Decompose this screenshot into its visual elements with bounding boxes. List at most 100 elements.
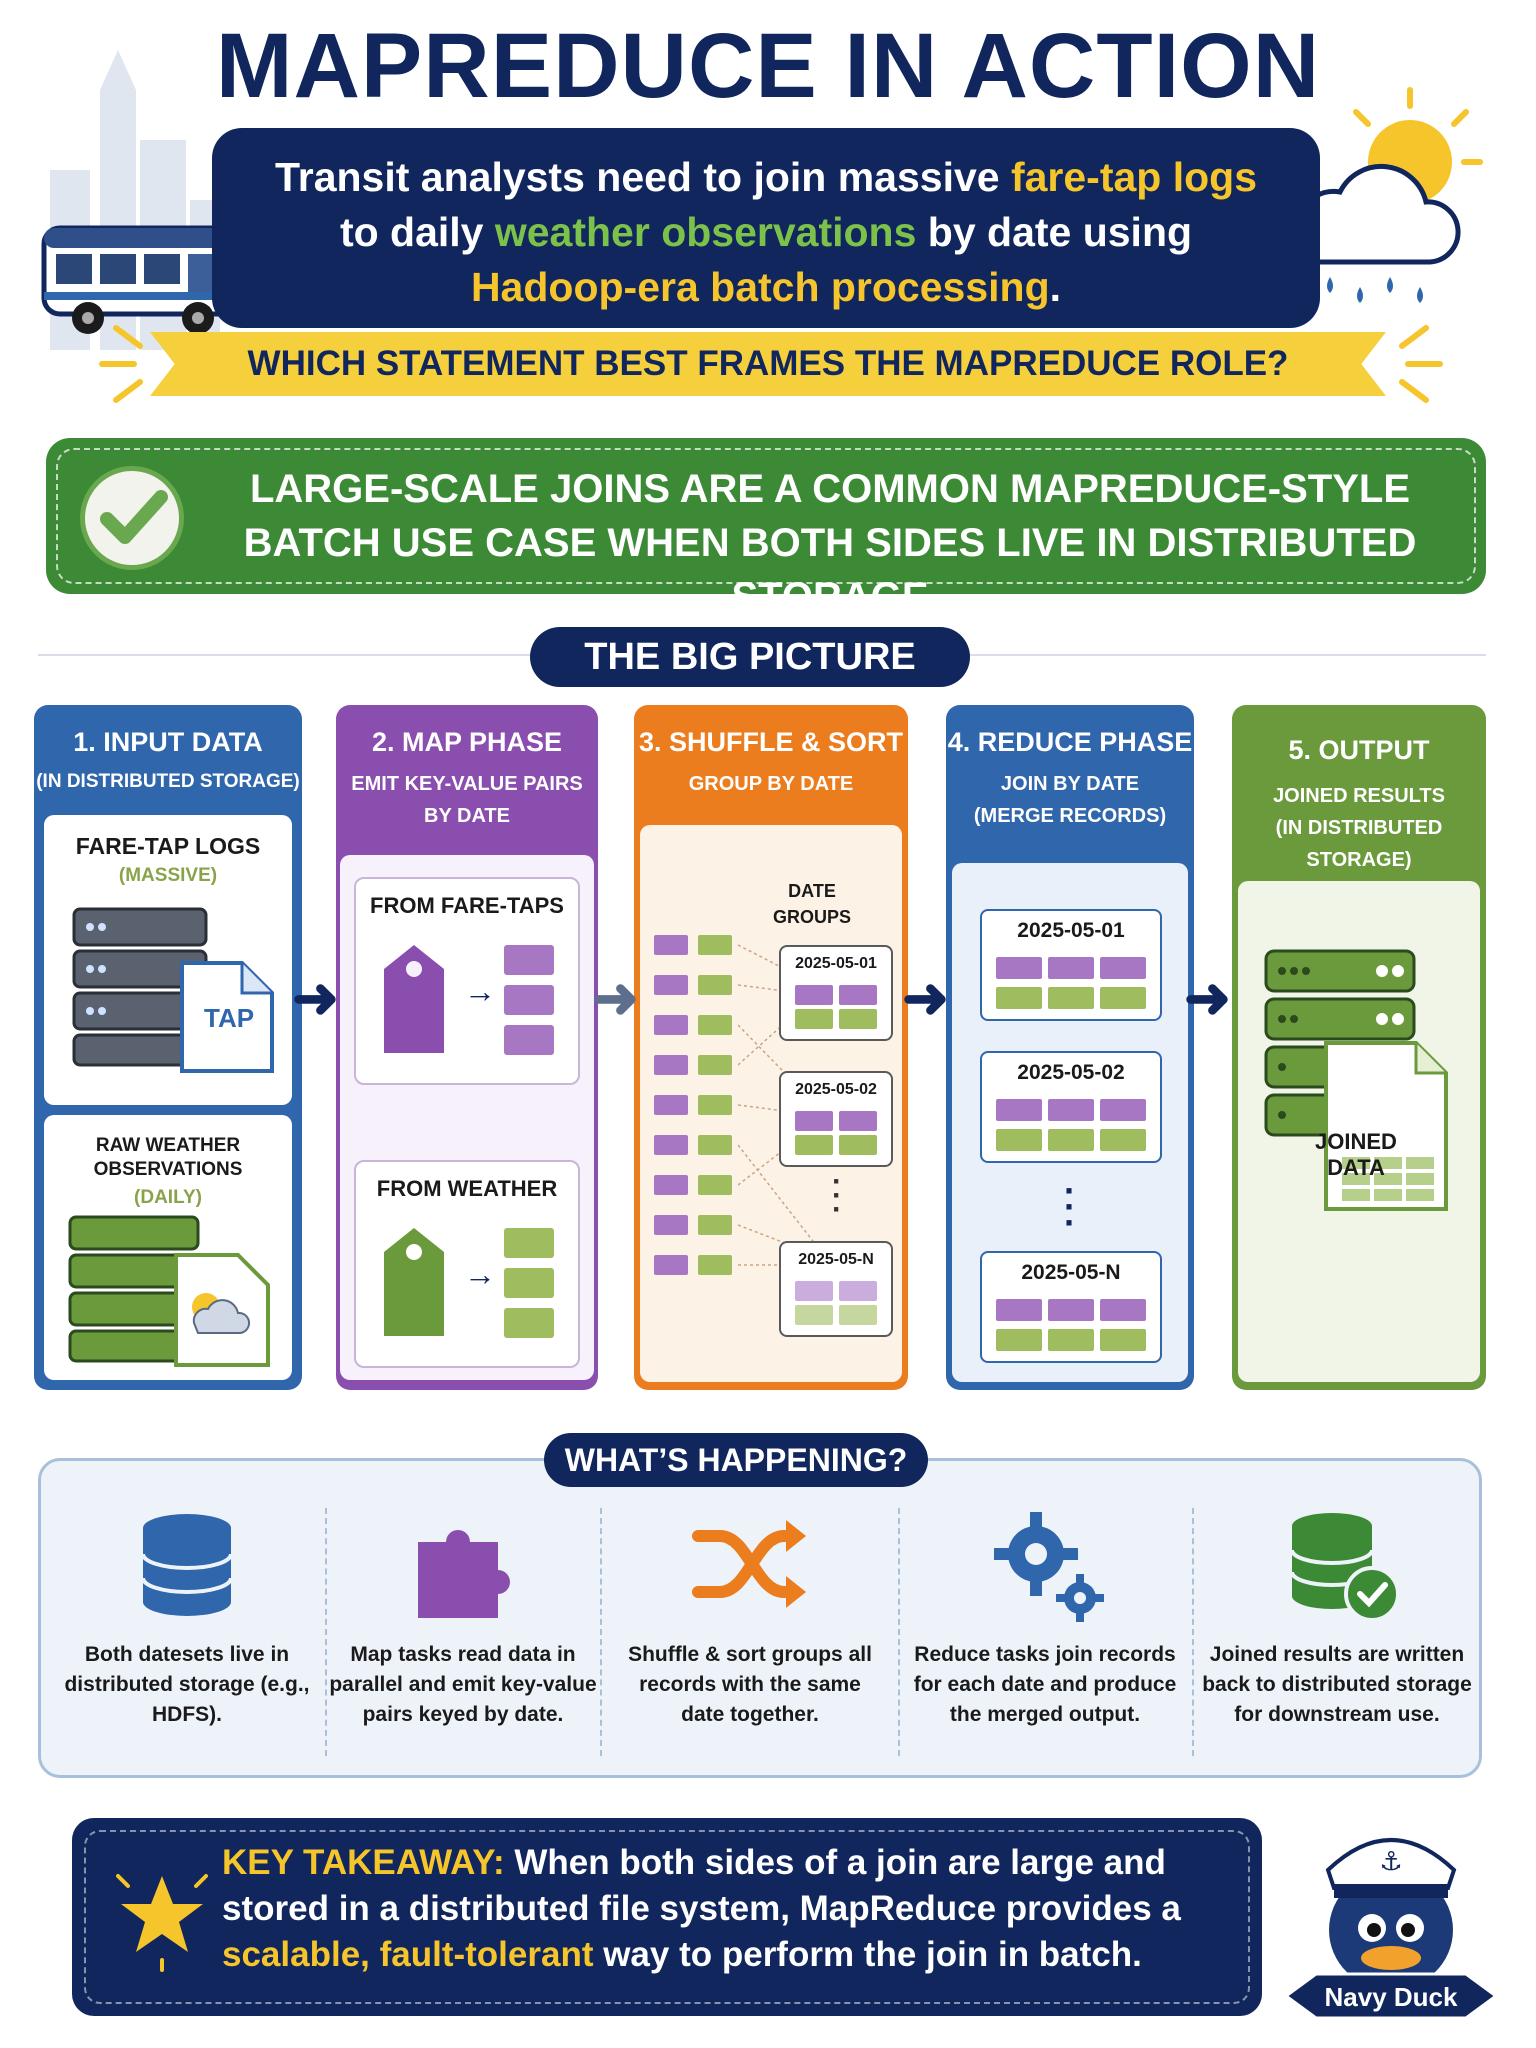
whats-happening-item: Both datesets live in distributed storag… [52,1500,322,1760]
reduce-date-card: 2025-05-N [980,1251,1162,1363]
tap-document-label: TAP [204,1003,255,1033]
whats-happening-item: Reduce tasks join records for each date … [910,1500,1180,1760]
step-reduce-column: 4. REDUCE PHASE JOIN BY DATE (MERGE RECO… [946,705,1194,1390]
answer-panel [46,438,1486,594]
whats-happening-text: Joined results are written back to distr… [1202,1643,1472,1726]
shuffle-record-key [654,1135,688,1155]
gears-icon [994,1512,1104,1622]
step-subtitle: GROUP BY DATE [688,773,854,795]
step-input-column: 1. INPUT DATA (IN DISTRIBUTED STORAGE) F… [34,705,302,1390]
key-takeaway-lead: KEY TAKEAWAY: [222,1843,505,1882]
whats-happening-text: Reduce tasks join records for each date … [913,1643,1177,1726]
shuffle-record-value [698,1095,732,1115]
step-title: 1. INPUT DATA [73,727,263,757]
shuffle-record-value [698,1055,732,1075]
whats-happening-item: Joined results are written back to distr… [1202,1500,1472,1760]
question-text: Transit analysts need to join massive fa… [212,150,1320,315]
green-key-tag-icon [384,1228,444,1336]
star-icon [116,1874,208,1972]
step-shuffle-column: 3. SHUFFLE & SORT GROUP BY DATE DATE GRO… [634,705,908,1390]
page-title: MAPREDUCE IN ACTION [215,15,1321,117]
shuffle-record-key [654,1175,688,1195]
step-subtitle: (IN DISTRIBUTED STORAGE) [36,771,300,792]
shuffle-date-group-card: 2025-05-01 [779,945,893,1041]
shuffle-date-label: 2025-05-N [798,1251,874,1268]
map-fare-taps-title: FROM FARE-TAPS [370,893,564,918]
map-weather-title: FROM WEATHER [376,1176,558,1201]
step-subtitle-1: JOIN BY DATE [1000,773,1140,795]
server-stack-icon [72,907,274,1073]
shuffle-record-key [654,1095,688,1115]
question-segment: to daily [339,209,495,255]
reduce-date-card: 2025-05-01 [980,909,1162,1021]
shuffle-record-value [698,1015,732,1035]
ellipsis-dots: ··· [832,1165,842,1226]
step-title: 4. REDUCE PHASE [947,727,1193,757]
question-segment: fare-tap logs [1010,154,1258,200]
question-box: Transit analysts need to join massive fa… [212,128,1320,328]
shuffle-record-key [654,935,688,955]
shuffle-record-value [698,1135,732,1155]
weather-card-title-2: OBSERVATIONS [93,1159,243,1180]
purple-key-tag-icon [384,945,444,1053]
reduce-date-label: 2025-05-02 [1017,1061,1125,1084]
shuffle-date-label: 2025-05-02 [795,1081,877,1098]
shuffle-date-group-card: 2025-05-02 [779,1071,893,1167]
whats-happening-item: Map tasks read data in parallel and emit… [328,1500,598,1760]
reduce-date-label: 2025-05-01 [1017,919,1125,942]
step-subtitle-2: (MERGE RECORDS) [973,805,1167,827]
key-takeaway-segment: When both sides of a join are large and … [222,1843,1181,1928]
shuffle-icon [692,1520,806,1608]
shuffle-record-key [654,1015,688,1035]
joined-data-label-1: JOINED [1315,1129,1397,1154]
question-line: Hadoop-era batch processing. [212,260,1320,315]
whats-happening-text: Both datesets live in distributed storag… [64,1643,310,1726]
shuffle-record-value [698,1175,732,1195]
step-title: 3. SHUFFLE & SORT [638,727,903,757]
shuffle-record-key [654,1255,688,1275]
step-subtitle-2: (IN DISTRIBUTED STORAGE) [1275,817,1443,871]
banner-rays-right [1399,325,1443,403]
fare-tap-logs-title: FARE-TAP LOGS [75,833,261,859]
whats-happening-text: Shuffle & sort groups all records with t… [628,1643,872,1726]
weather-card-title-1: RAW WEATHER [95,1135,241,1156]
whats-happening-panel [38,1458,1482,1778]
whats-happening-label: WHAT’S HAPPENING? [544,1433,928,1487]
answer-line-2: BATCH USE CASE WHEN BOTH SIDES LIVE IN D… [243,521,1417,619]
question-segment: Transit analysts need to join massive [274,154,1011,200]
puzzle-icon [418,1530,510,1618]
flow-arrow-icon: ➜ [1184,966,1231,1029]
whats-happening-text: Map tasks read data in parallel and emit… [329,1643,597,1726]
shuffle-record-key [654,975,688,995]
ellipsis-dots: ··· [1064,1170,1076,1243]
question-segment: weather observations [494,209,917,255]
shuffle-record-value [698,1215,732,1235]
banner-rays-left [99,325,143,403]
fare-tap-logs-subtitle: (MASSIVE) [118,865,218,886]
weather-server-stack-icon [68,1215,270,1367]
question-line: Transit analysts need to join massive fa… [212,150,1320,205]
question-segment: Hadoop-era batch processing [470,264,1050,310]
reduce-date-label: 2025-05-N [1021,1261,1121,1284]
shuffle-record-key [654,1055,688,1075]
shuffle-record-key [654,1215,688,1235]
reduce-date-card: 2025-05-02 [980,1051,1162,1163]
date-groups-label-1: DATE [788,881,836,901]
map-fare-taps-card: FROM FARE-TAPS → [354,877,580,1085]
answer-text: LARGE-SCALE JOINS ARE A COMMON MAPREDUCE… [180,456,1480,624]
key-takeaway-segment: scalable, fault-tolerant [222,1935,594,1974]
map-arrow-icon: → [464,1256,496,1292]
step-subtitle-1: EMIT KEY-VALUE PAIRS [351,773,583,795]
shuffle-record-value [698,935,732,955]
question-line: to daily weather observations by date us… [212,205,1320,260]
shuffle-date-group-card: 2025-05-N [779,1241,893,1337]
shuffle-record-value [698,975,732,995]
database-icon [141,1514,233,1616]
weather-card-subtitle: (DAILY) [134,1187,202,1208]
flow-arrow-icon: ➜ [902,966,949,1029]
step-subtitle-1: JOINED RESULTS [1273,785,1445,807]
key-takeaway-text: KEY TAKEAWAY: When both sides of a join … [222,1840,1242,1978]
weather-observations-card: RAW WEATHER OBSERVATIONS (DAILY) [44,1115,292,1380]
step-subtitle-2: BY DATE [424,805,510,827]
step-title: 2. MAP PHASE [371,727,563,757]
